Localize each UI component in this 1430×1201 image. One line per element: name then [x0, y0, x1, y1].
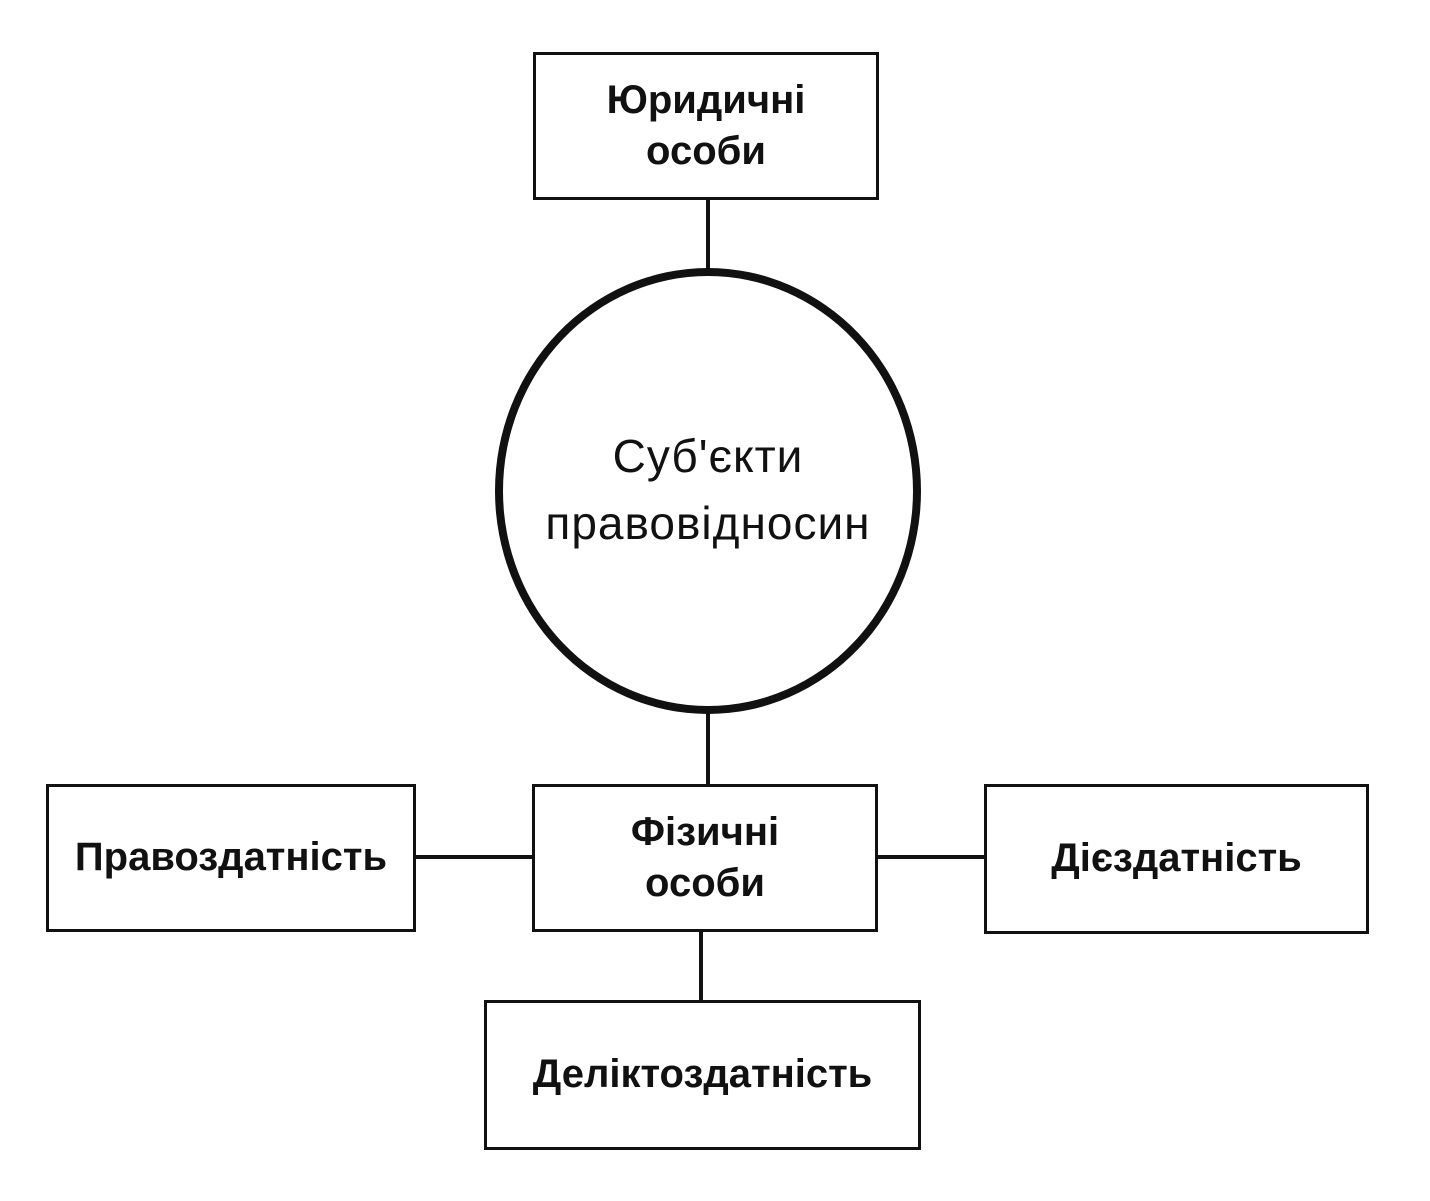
node-tort-capacity-label: Деліктоздатність [532, 1052, 873, 1097]
node-natural-persons-line1: Фізичні [630, 809, 780, 854]
node-active-capacity: Дієздатність [984, 784, 1369, 934]
node-legal-entities-line1: Юридичні [606, 77, 806, 122]
node-center-line2: правовідносин [545, 497, 871, 549]
node-legal-relations-subjects: Суб'єкти правовідносин [495, 268, 921, 714]
node-legal-entities: Юридичні особи [533, 52, 879, 200]
node-natural-persons: Фізичні особи [532, 784, 878, 932]
node-active-capacity-label: Дієздатність [1051, 836, 1302, 881]
node-natural-persons-line2: особи [645, 861, 765, 905]
connector-legal-entities-to-center [706, 198, 710, 270]
connector-natural-persons-to-tort-capacity [699, 930, 703, 1002]
connector-natural-persons-to-active-capacity [876, 855, 986, 859]
node-legal-capacity-label: Правоздатність [74, 835, 388, 880]
connector-center-to-natural-persons [706, 712, 710, 786]
node-center-line1: Суб'єкти [612, 430, 804, 483]
node-tort-capacity: Деліктоздатність [484, 1000, 921, 1150]
node-legal-entities-line2: особи [646, 129, 766, 173]
connector-legal-capacity-to-natural-persons [414, 855, 534, 859]
node-legal-capacity: Правоздатність [46, 784, 416, 932]
